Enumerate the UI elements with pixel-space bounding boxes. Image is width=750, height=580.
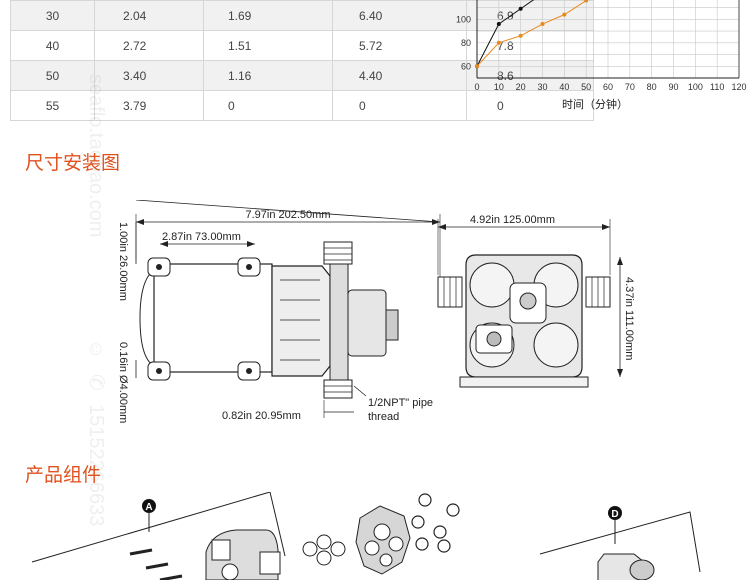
x-tick-label: 110 bbox=[710, 82, 724, 92]
x-tick-label: 40 bbox=[559, 82, 569, 92]
part-a-badge bbox=[142, 499, 156, 513]
overall-length-label: 7.97in 202.50mm bbox=[246, 209, 331, 221]
pump-front-view: 4.92in 125.00mm 4.37in 111.00mm bbox=[437, 214, 635, 388]
flow-time-chart: 0 10 20 30 40 50 60 70 80 90 100 110 120 60 80 100 时间（分… bbox=[456, 0, 747, 111]
watermark-url: seaflo.taobao.com bbox=[85, 74, 107, 237]
x-tick-label: 120 bbox=[731, 82, 746, 92]
pump-head bbox=[329, 259, 349, 383]
table-cell: 50 bbox=[10, 60, 95, 91]
x-tick-label: 10 bbox=[494, 82, 504, 92]
series-point-1 bbox=[475, 64, 479, 69]
table-cell: 40 bbox=[10, 30, 95, 61]
y-tick-label: 100 bbox=[456, 14, 471, 24]
components-exploded-view: A D bbox=[31, 492, 701, 580]
series-line-1 bbox=[476, 0, 587, 67]
y-tick-label: 80 bbox=[461, 38, 471, 48]
chart-tick-labels: 0 10 20 30 40 50 60 70 80 90 100 110 120 60 80 100 bbox=[456, 14, 747, 92]
pressure-switch bbox=[347, 289, 387, 357]
hole-diameter-label: 0.16in Ø4.00mm bbox=[117, 342, 129, 423]
phone-icon: ✆ bbox=[85, 374, 107, 391]
part-d-badge bbox=[608, 506, 622, 520]
y-tick-label: 60 bbox=[461, 61, 471, 71]
series-point-1 bbox=[496, 40, 501, 45]
series-point-1 bbox=[584, 0, 589, 3]
x-tick-label: 90 bbox=[668, 82, 678, 92]
series-point-1 bbox=[518, 33, 523, 38]
thread-label-1: 1/2NPT" pipe bbox=[368, 397, 433, 409]
part-d-label: D bbox=[611, 509, 618, 520]
outlet-port bbox=[323, 379, 353, 399]
table-cell: 4.40 bbox=[332, 60, 467, 91]
screws bbox=[129, 548, 183, 580]
series-point-0 bbox=[496, 22, 501, 27]
x-tick-label: 30 bbox=[537, 82, 547, 92]
table-cell: 1.69 bbox=[203, 0, 333, 31]
pump-housing bbox=[271, 265, 331, 377]
components-section-title: 产品组件 bbox=[25, 464, 102, 486]
x-tick-label: 70 bbox=[625, 82, 635, 92]
table-cell: 2.04 bbox=[94, 0, 204, 31]
chart-series bbox=[475, 0, 589, 69]
motor-body bbox=[153, 263, 273, 373]
height-label: 4.37in 111.00mm bbox=[623, 277, 635, 360]
pump-side-view: 7.97in 202.50mm 2.87in 73.00mm 1.00in 26… bbox=[117, 200, 441, 423]
chart-grid bbox=[476, 0, 740, 78]
x-tick-label: 20 bbox=[516, 82, 526, 92]
table-cell: 1.51 bbox=[203, 30, 333, 61]
mount-spacing-label: 2.87in 73.00mm bbox=[162, 231, 241, 243]
thread-label-2: thread bbox=[368, 411, 399, 423]
width-label: 4.92in 125.00mm bbox=[470, 214, 555, 226]
table-cell: 2.72 bbox=[94, 30, 204, 61]
watermark: seaflo.taobao.com ☺ ✆ 15152266633 bbox=[85, 74, 107, 526]
table-cell: 0 bbox=[203, 90, 333, 121]
watermark-phone: 15152266633 bbox=[85, 404, 107, 526]
qq-icon: ☺ bbox=[85, 339, 107, 359]
table-cell: 3.40 bbox=[94, 60, 204, 91]
x-tick-label: 80 bbox=[647, 82, 657, 92]
series-point-1 bbox=[562, 12, 567, 17]
table-cell: 0 bbox=[332, 90, 467, 121]
x-tick-label: 100 bbox=[688, 82, 703, 92]
part-a-label: A bbox=[145, 502, 152, 513]
table-cell: 30 bbox=[10, 0, 95, 31]
table-cell: 6.9 bbox=[466, 0, 594, 31]
table-cell: 3.79 bbox=[94, 90, 204, 121]
x-tick-label: 0 bbox=[474, 82, 479, 92]
inlet-port bbox=[323, 241, 353, 265]
table-cell: 1.16 bbox=[203, 60, 333, 91]
x-tick-label: 50 bbox=[581, 82, 591, 92]
table-cell: 0 bbox=[466, 90, 594, 121]
top-offset-label: 1.00in 26.00mm bbox=[117, 222, 129, 301]
x-tick-label: 60 bbox=[603, 82, 613, 92]
port-offset-label: 0.82in 20.95mm bbox=[222, 410, 301, 422]
series-point-1 bbox=[540, 22, 545, 27]
series-point-0 bbox=[518, 6, 523, 11]
table-cell: 8.6 bbox=[466, 60, 594, 91]
series-line-0 bbox=[476, 0, 535, 67]
table-cell: 6.40 bbox=[332, 0, 467, 31]
table-cell: 5.72 bbox=[332, 30, 467, 61]
chart-x-axis-label: 时间（分钟） bbox=[562, 97, 628, 111]
dimensions-section-title: 尺寸安装图 bbox=[25, 152, 121, 174]
